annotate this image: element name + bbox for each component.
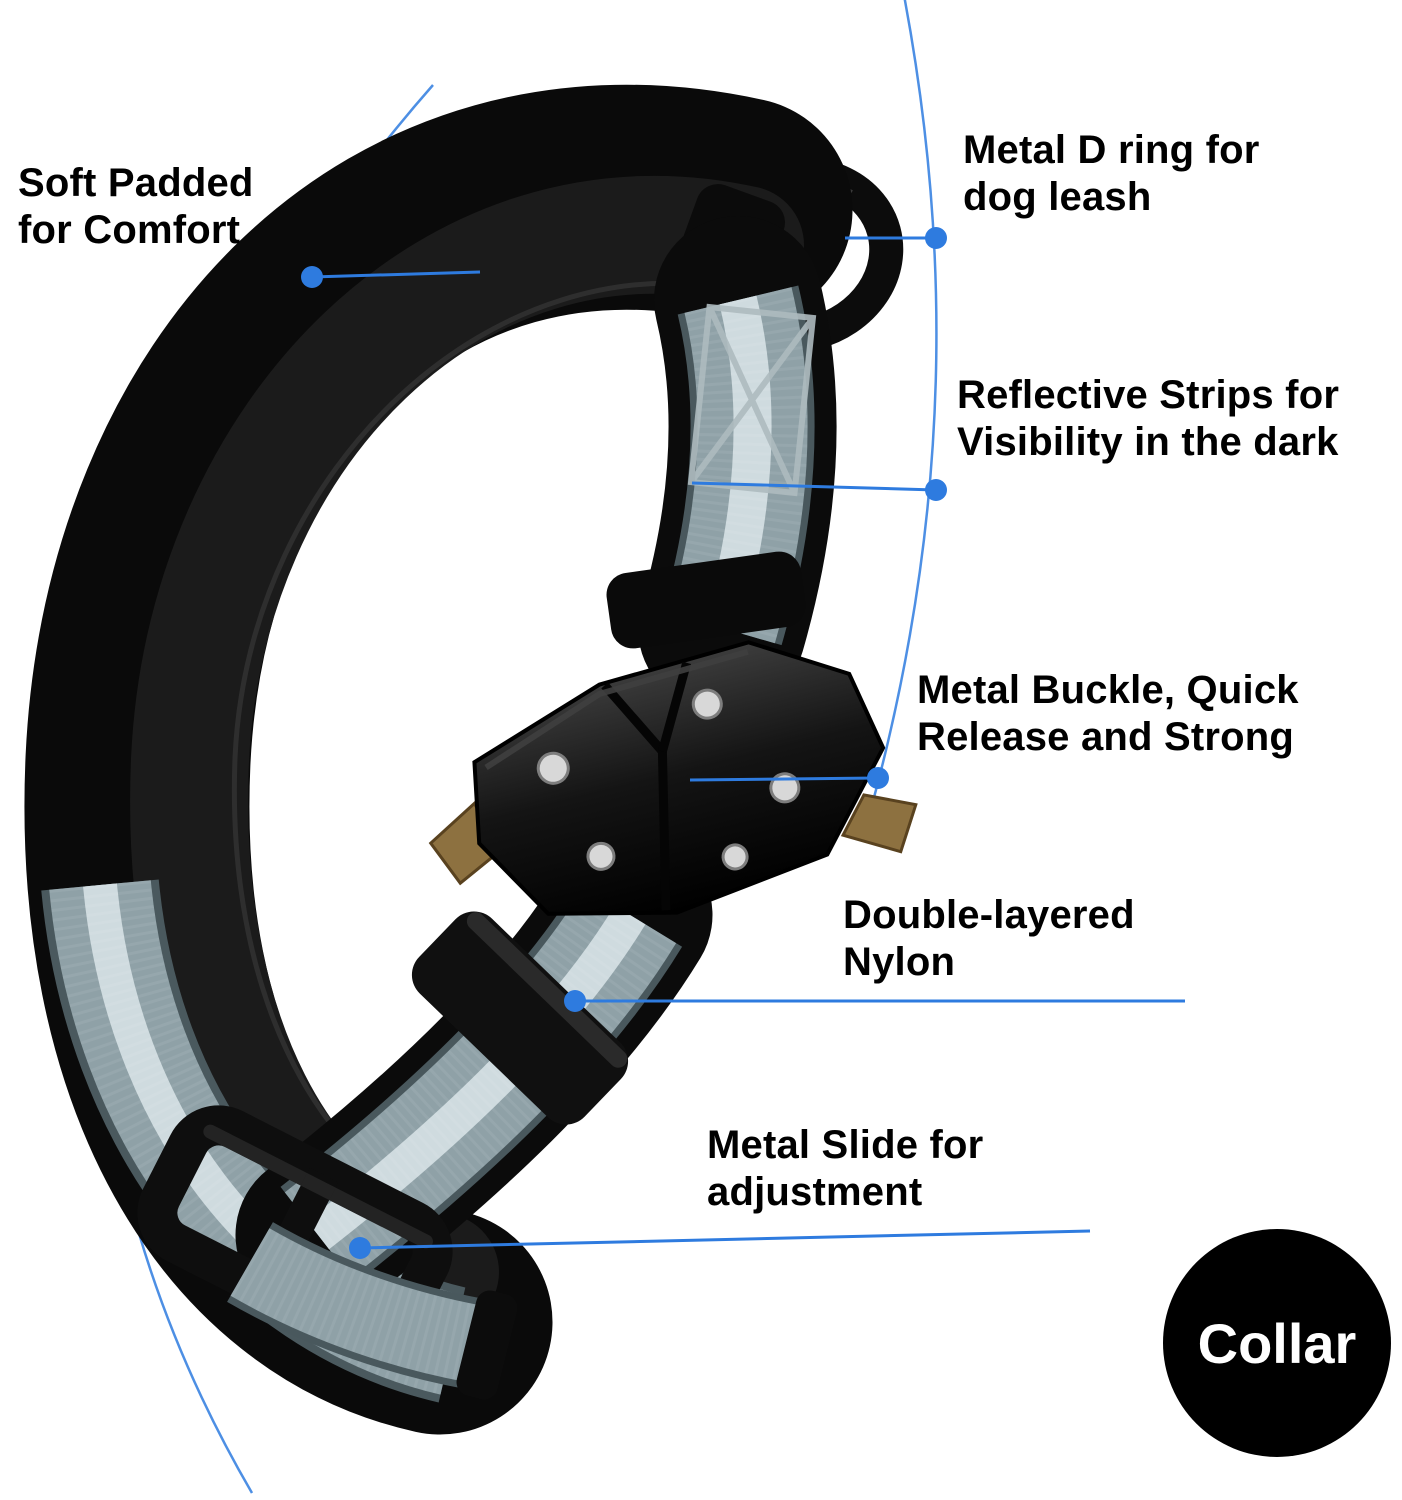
- callout-dots: [301, 227, 947, 1259]
- decorative-arc-right: [870, 0, 938, 806]
- callout-buckle-line1: Metal Buckle, Quick: [917, 668, 1299, 712]
- callout-reflective-strips: Reflective Strips for Visibility in the …: [957, 372, 1339, 466]
- dot-buckle: [867, 767, 889, 789]
- callout-d-ring-line1: Metal D ring for: [963, 128, 1260, 172]
- leader-buckle: [689, 776, 879, 782]
- collar-badge: Collar: [1163, 1229, 1391, 1457]
- strap-keeper: [411, 911, 629, 1125]
- callout-slide-line2: adjustment: [707, 1170, 923, 1215]
- cobra-buckle: [428, 640, 918, 916]
- callout-reflective-line2: Visibility in the dark: [957, 420, 1339, 465]
- callout-reflective-line1: Reflective Strips for: [957, 373, 1340, 417]
- callout-nylon-line2: Nylon: [843, 940, 956, 985]
- dot-reflective: [925, 479, 947, 501]
- callout-metal-buckle: Metal Buckle, Quick Release and Strong: [917, 667, 1299, 761]
- callout-double-layered-nylon: Double-layered Nylon: [843, 892, 1135, 986]
- callout-slide-line1: Metal Slide for: [707, 1123, 984, 1167]
- callout-soft-padded-line1: Soft Padded: [18, 161, 254, 205]
- callout-buckle-line2: Release and Strong: [917, 715, 1295, 760]
- dot-d-ring: [925, 227, 947, 249]
- leader-slide: [359, 1229, 1091, 1250]
- buckle-strap-cover: [606, 551, 806, 649]
- callout-soft-padded: Soft Padded for Comfort: [18, 160, 254, 254]
- callout-leader-lines: [311, 236, 1185, 1250]
- callout-nylon-line1: Double-layered: [843, 893, 1135, 937]
- callout-soft-padded-line2: for Comfort: [18, 208, 241, 253]
- leader-reflective: [691, 481, 937, 492]
- callout-metal-slide: Metal Slide for adjustment: [707, 1122, 983, 1216]
- collar-badge-label: Collar: [1197, 1311, 1357, 1375]
- dot-soft-padded: [301, 266, 323, 288]
- dot-nylon: [564, 990, 586, 1012]
- strap-tail: [227, 1221, 484, 1390]
- callout-d-ring: Metal D ring for dog leash: [963, 127, 1260, 221]
- callout-d-ring-line2: dog leash: [963, 175, 1152, 220]
- leader-soft-padded: [311, 270, 481, 279]
- strap-tip: [456, 1290, 518, 1400]
- buckle-rivets: [536, 688, 801, 871]
- x-stitching: [687, 303, 817, 497]
- dot-slide: [349, 1237, 371, 1259]
